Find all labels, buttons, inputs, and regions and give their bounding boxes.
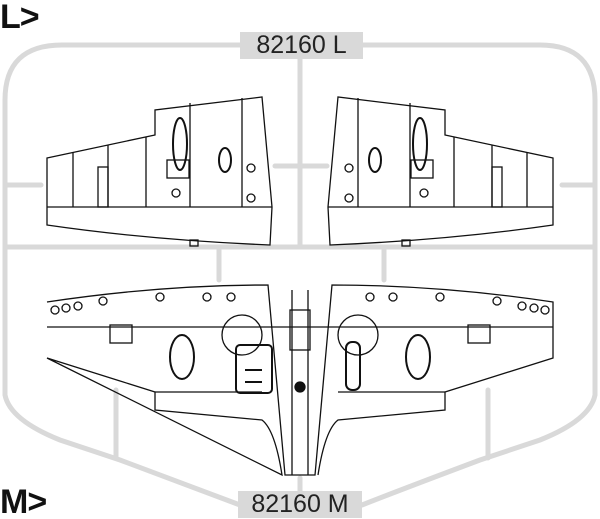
- lower-wing-part: [46, 284, 554, 477]
- part-code-label-upper: 82160 L: [240, 32, 363, 59]
- sprue-frame: [2, 42, 598, 508]
- section-marker-m: M>: [0, 483, 47, 519]
- section-marker-l: L>: [0, 0, 40, 36]
- part-code-label-lower: 82160 M: [238, 491, 362, 518]
- upper-left-wing-part: [46, 96, 273, 247]
- upper-right-wing-part: [327, 96, 554, 247]
